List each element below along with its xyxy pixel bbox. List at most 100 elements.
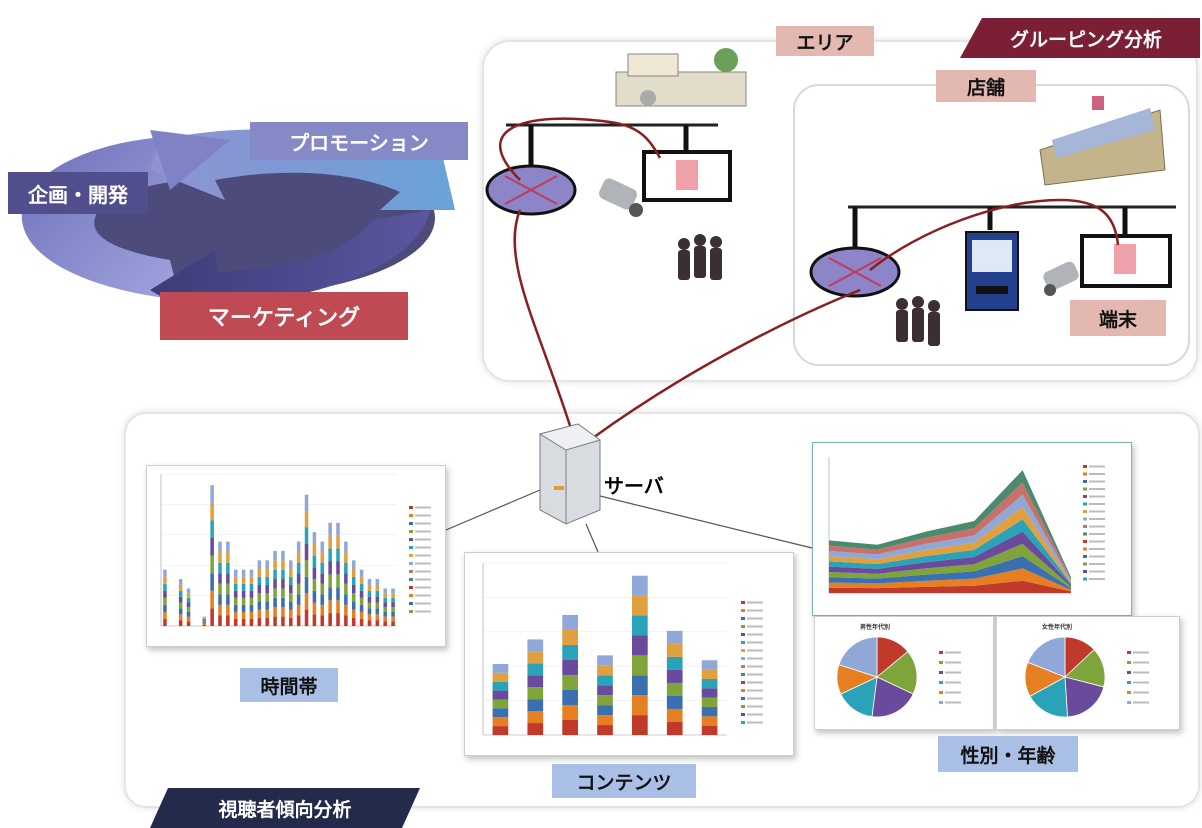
grouping-banner	[960, 18, 1200, 58]
area-display-icon	[642, 150, 732, 202]
bar-segment	[249, 576, 254, 584]
bar-segment	[336, 548, 340, 562]
bar-segment	[304, 560, 309, 577]
bar-segment	[178, 620, 183, 626]
legend-entry	[415, 530, 431, 533]
bar-segment	[701, 660, 718, 670]
legend-entry	[1089, 488, 1105, 490]
area-projector-icon	[485, 164, 577, 216]
grouping-label: グルーピング分析	[1009, 28, 1162, 51]
bar-segment	[304, 527, 309, 544]
bar-segment	[249, 583, 254, 591]
legend-swatch	[1127, 691, 1131, 694]
bar-segment	[296, 562, 301, 574]
bar-segment	[351, 609, 356, 618]
legend-entry	[415, 578, 431, 581]
legend-entry	[747, 609, 763, 612]
bar-segment	[257, 593, 262, 602]
legend-entry	[1089, 548, 1105, 550]
store-label: 店舗	[936, 70, 1036, 102]
legend-swatch	[409, 578, 413, 581]
legend-swatch	[741, 665, 745, 668]
bar-segment	[492, 699, 509, 709]
bar-segment	[328, 561, 332, 575]
legend-swatch	[1083, 487, 1087, 491]
bar-segment	[289, 617, 293, 626]
department-store-icon	[1039, 96, 1166, 186]
bar-segment	[359, 597, 364, 605]
bar-3	[186, 588, 191, 626]
legend-swatch	[1127, 671, 1131, 674]
bar-segment	[328, 587, 332, 601]
bar-segment	[320, 541, 325, 553]
bar-segment	[391, 597, 395, 603]
bar-segment	[178, 579, 183, 585]
bar-segment	[281, 607, 285, 617]
bar-18	[304, 494, 309, 626]
bar-segment	[281, 569, 285, 580]
bar-segment	[701, 697, 718, 707]
bar-segment	[375, 620, 380, 626]
legend-entry	[1089, 518, 1105, 520]
bar-segment	[178, 584, 183, 591]
bar-segment	[632, 655, 648, 676]
legend-swatch	[1083, 555, 1087, 558]
bar-segment	[296, 594, 301, 605]
bar-segment	[492, 708, 509, 718]
bar-segment	[351, 601, 356, 610]
bar-segment	[304, 593, 309, 610]
store-people-icon	[896, 296, 940, 346]
pie-slice-3	[1029, 676, 1068, 718]
marketing-label: マーケティング	[160, 292, 408, 340]
bar-segment	[226, 552, 230, 563]
legend-entry	[945, 691, 961, 694]
area-layer-0	[829, 580, 1071, 593]
bar-segment	[383, 602, 387, 608]
legend-swatch	[409, 570, 413, 573]
legend-entry	[415, 546, 431, 549]
bar-segment	[666, 708, 683, 722]
female-pie-box: 女性年代別	[996, 616, 1180, 730]
legend-entry	[945, 681, 961, 684]
legend-swatch	[939, 651, 943, 654]
bar-segment	[233, 569, 238, 577]
analysis-banner	[150, 788, 420, 828]
legend-entry	[1133, 681, 1149, 684]
bar-segment	[210, 520, 214, 539]
bar-segment	[281, 579, 285, 589]
legend-entry	[1089, 495, 1105, 498]
bar-segment	[241, 618, 246, 626]
bar-4	[632, 575, 648, 735]
bar-1	[527, 639, 544, 735]
bar-segment	[367, 596, 372, 603]
male-pie-chart	[836, 636, 961, 718]
bar-23	[344, 541, 348, 626]
bar-segment	[257, 560, 262, 569]
bar-segment	[241, 569, 246, 577]
legend-swatch	[741, 601, 745, 604]
bar-segment	[375, 614, 380, 621]
bar-segment	[701, 716, 718, 726]
bar-segment	[186, 588, 191, 594]
bar-segment	[336, 561, 340, 575]
gender-age-label: 性別・年齢	[938, 736, 1078, 772]
bar-0	[163, 569, 167, 626]
legend-swatch	[1083, 577, 1087, 581]
bar-6	[701, 660, 718, 735]
bar-segment	[265, 609, 269, 618]
bar-segment	[320, 615, 325, 626]
legend-swatch	[1083, 547, 1087, 551]
bar-segment	[273, 579, 277, 589]
bar-segment	[320, 583, 325, 595]
bar-segment	[666, 721, 683, 735]
legend-entry	[945, 701, 961, 704]
bar-segment	[281, 616, 285, 626]
bar-segment	[257, 584, 262, 594]
bar-segment	[233, 618, 238, 626]
legend-entry	[747, 697, 763, 700]
bar-segment	[562, 689, 578, 705]
bar-segment	[383, 616, 387, 622]
bar-segment	[296, 615, 301, 626]
legend-entry	[747, 673, 763, 676]
